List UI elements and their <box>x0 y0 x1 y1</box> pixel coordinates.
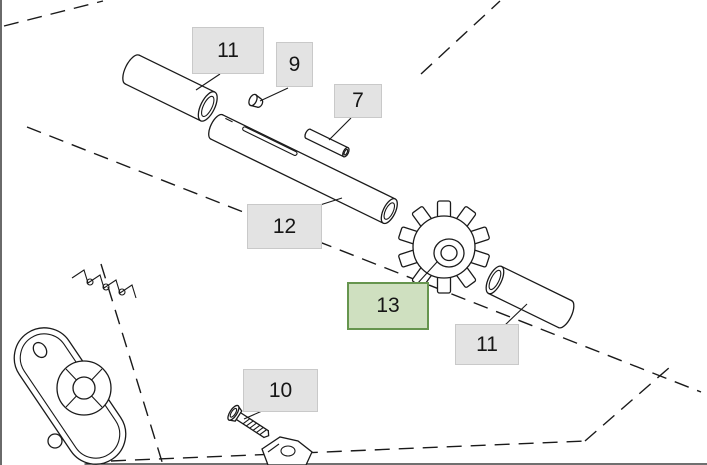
shaft-part[interactable] <box>205 112 400 226</box>
callout-13-highlighted[interactable]: 13 <box>347 282 429 330</box>
callout-9[interactable]: 9 <box>276 42 313 87</box>
callout-label: 10 <box>268 378 293 402</box>
callout-12[interactable]: 12 <box>247 204 322 249</box>
pin-part[interactable] <box>304 128 351 158</box>
sprocket-part[interactable] <box>398 200 490 294</box>
side-plate-part <box>13 327 127 465</box>
callout-11-upper[interactable]: 11 <box>192 27 264 74</box>
plug-part[interactable] <box>247 93 264 110</box>
callout-11-lower[interactable]: 11 <box>455 324 519 365</box>
callout-label: 11 <box>217 38 239 62</box>
callout-label: 13 <box>376 294 400 317</box>
callout-7[interactable]: 7 <box>334 84 382 118</box>
mount-bracket-part <box>261 436 313 465</box>
bushing-lower-part[interactable] <box>483 264 578 331</box>
callout-label: 9 <box>288 52 301 76</box>
bolt-part[interactable] <box>226 404 273 443</box>
boundary-dashed-lines <box>3 0 702 465</box>
chain-detail <box>71 269 137 299</box>
callout-label: 7 <box>352 89 364 112</box>
callout-label: 12 <box>272 214 297 238</box>
callout-10[interactable]: 10 <box>243 369 318 412</box>
callout-leader-lines <box>195 73 528 420</box>
callout-label: 11 <box>476 332 498 356</box>
